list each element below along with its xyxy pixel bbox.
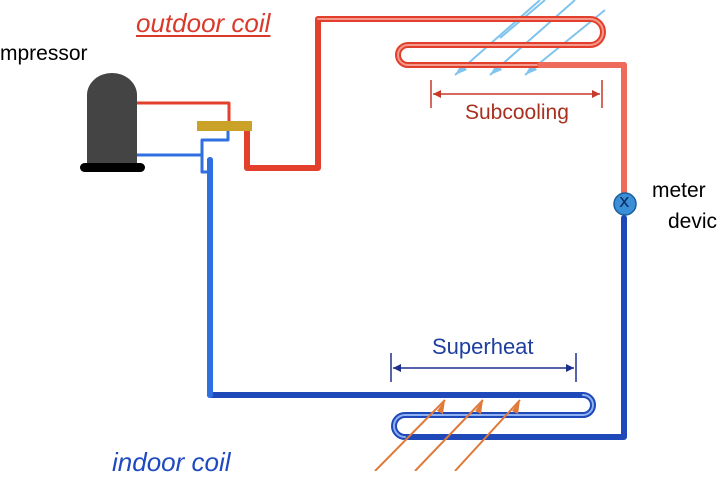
indoor-coil-label: indoor coil [112,447,231,477]
compressor-label: mpressor [0,42,88,65]
indoor-airflow-arrows [374,399,521,471]
metering-valve-symbol: x [619,191,630,212]
metering-device-label-line1: meter [652,179,706,202]
compressor-icon [80,73,145,172]
metering-valve-icon [613,192,637,216]
outdoor-coil-label: outdoor coil [136,8,271,38]
subcooling-label: Subcooling [465,101,569,124]
superheat-bracket [390,353,577,382]
hot-refrigerant-line [135,16,627,203]
metering-device-label-line2: devic [668,210,718,233]
header-bar [197,121,252,131]
subcooling-bracket [430,80,603,108]
cold-refrigerant-line [135,126,627,440]
superheat-label: Superheat [432,334,534,359]
